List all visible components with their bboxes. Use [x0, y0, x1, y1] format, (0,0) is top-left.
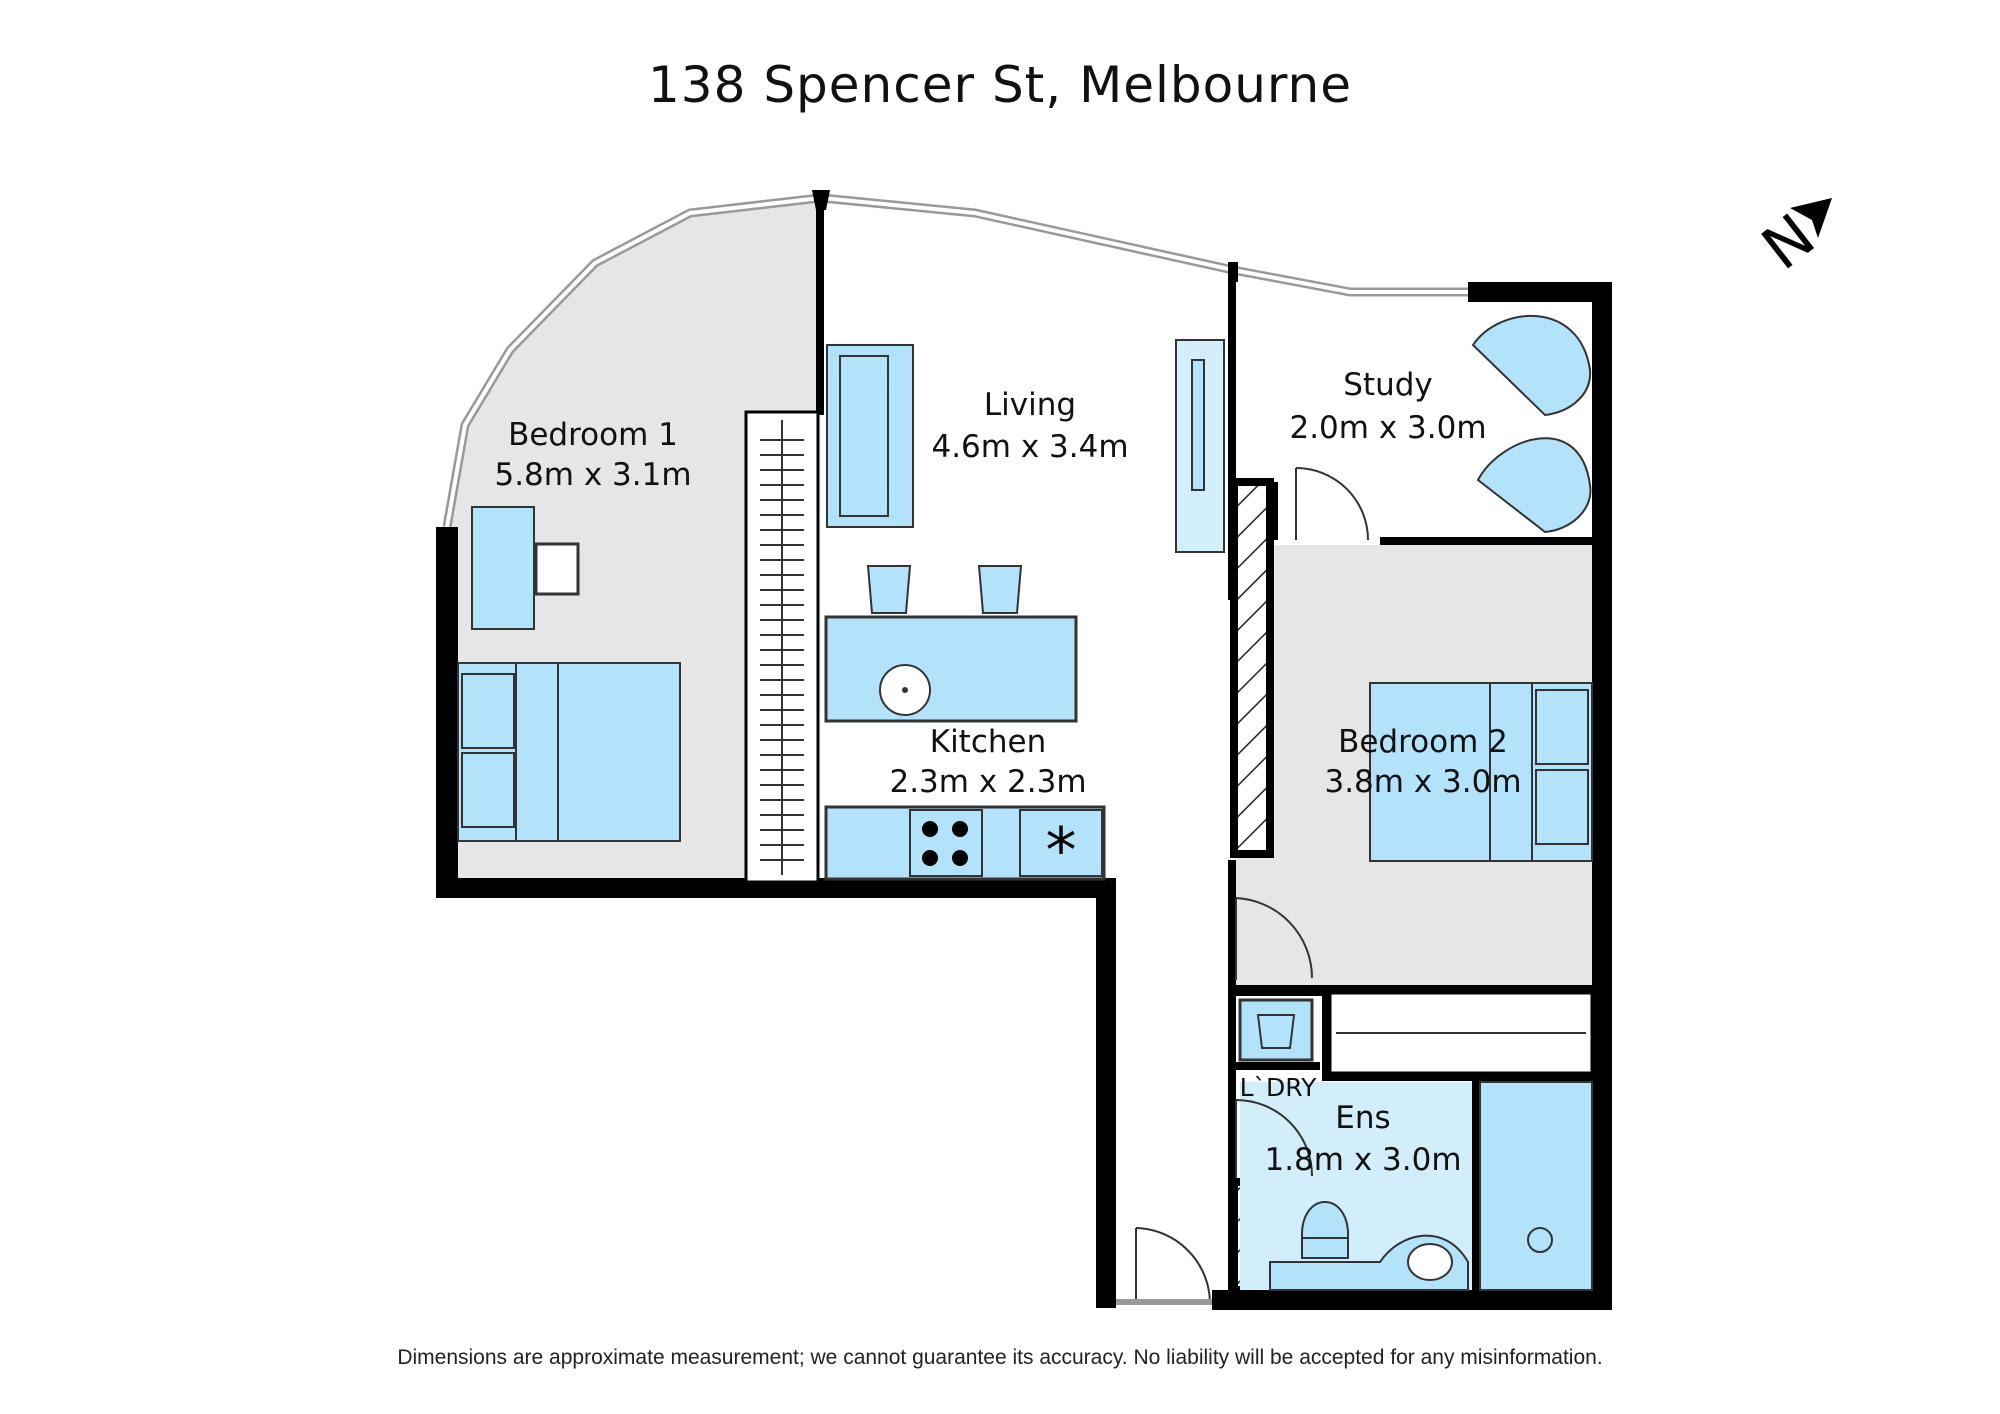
room-name: Bedroom 1 [508, 417, 678, 453]
armchair-2 [1476, 437, 1592, 534]
bar-stool-2 [977, 565, 1023, 614]
burner-icon [952, 850, 968, 866]
room-label-bedroom1: Bedroom 1 5.8m x 3.1m [494, 417, 691, 493]
ensuite-walls [1232, 1062, 1480, 1293]
ensuite-door[interactable] [1235, 1099, 1313, 1178]
desk [471, 506, 535, 630]
entry-door[interactable] [1116, 1227, 1212, 1305]
page-title: 138 Spencer St, Melbourne [647, 56, 1353, 114]
room-dims: 5.8m x 3.1m [494, 457, 691, 493]
laundry-tub [1238, 998, 1314, 1062]
kitchen-bench: * [824, 805, 1106, 887]
wardrobe-bedroom1 [744, 410, 820, 884]
room-name: Ens [1335, 1100, 1390, 1136]
fridge-icon: * [1046, 814, 1077, 887]
service-duct [1230, 478, 1274, 858]
room-dims: 1.8m x 3.0m [1264, 1142, 1461, 1178]
desk-chair [534, 542, 580, 596]
window-wall-right-inner [821, 196, 1470, 294]
room-label-living: Living 4.6m x 3.4m [931, 387, 1128, 465]
armchair-1 [1471, 314, 1592, 417]
room-dims: 3.8m x 3.0m [1324, 764, 1521, 800]
burner-icon [922, 850, 938, 866]
room-name: Living [984, 387, 1076, 423]
double-bed-bedroom1 [457, 662, 681, 842]
kitchen-island [824, 615, 1078, 723]
burner-icon [922, 821, 938, 837]
room-name: Bedroom 2 [1338, 724, 1508, 760]
room-label-ensuite: Ens 1.8m x 3.0m [1264, 1100, 1461, 1178]
laundry-wardrobe-walls [1232, 985, 1594, 1081]
room-name: Study [1343, 367, 1433, 403]
tv-unit [1175, 339, 1225, 553]
north-arrow-icon [1790, 198, 1832, 238]
room-name: Kitchen [930, 724, 1047, 760]
exterior-walls [436, 190, 1612, 1310]
cooktop [909, 809, 983, 877]
room-label-study: Study 2.0m x 3.0m [1289, 367, 1486, 446]
window-wall-right [821, 193, 1470, 297]
study-walls [1270, 482, 1278, 540]
bar-stool-1 [866, 565, 912, 614]
basin-icon [1407, 1243, 1453, 1281]
sofa [826, 344, 914, 528]
double-bed-bedroom2 [1369, 682, 1593, 862]
window-wall-left-inner [445, 196, 821, 528]
room-label-kitchen: Kitchen 2.3m x 2.3m [889, 724, 1086, 800]
shower [1479, 1081, 1593, 1291]
vanity [1269, 1234, 1469, 1291]
room-dims: 2.3m x 2.3m [889, 764, 1086, 800]
shower-head-icon [1527, 1227, 1553, 1253]
bedroom2-door[interactable] [1235, 897, 1314, 980]
burner-icon [952, 821, 968, 837]
room-dims: 2.0m x 3.0m [1289, 410, 1486, 446]
room-label-bedroom2: Bedroom 2 3.8m x 3.0m [1324, 724, 1521, 800]
study-door[interactable] [1295, 467, 1369, 541]
disclaimer: Dimensions are approximate measurement; … [397, 1346, 1603, 1369]
room-label-laundry: L`DRY [1240, 1073, 1317, 1102]
fridge [1019, 809, 1103, 877]
room-dims: 4.6m x 3.4m [931, 429, 1128, 465]
toilet [1300, 1201, 1350, 1259]
